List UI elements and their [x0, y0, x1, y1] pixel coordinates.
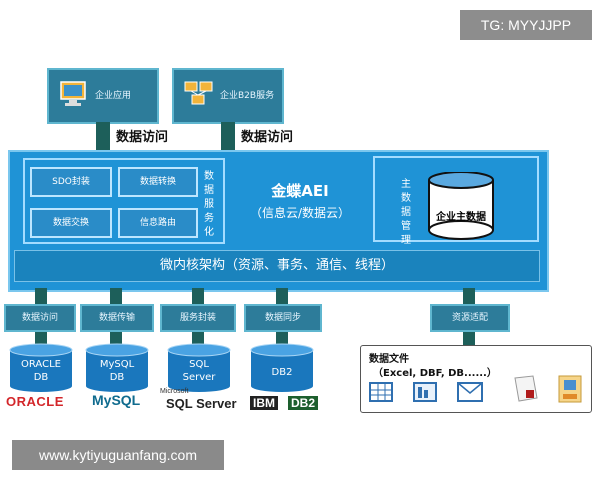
- db2-db-icon: [250, 343, 314, 392]
- b2b-service-box: 企业B2B服务: [172, 68, 284, 124]
- sqlserver-db-icon: [167, 343, 231, 392]
- connector: [192, 332, 204, 344]
- sqlserver-db-label: SQL Server: [166, 358, 232, 384]
- connector: [110, 288, 122, 304]
- microkernel-bar: 微内核架构（资源、事务、通信、线程）: [14, 250, 540, 282]
- mdm-vertical-label: 主数据管理: [401, 179, 411, 246]
- info-routing-pill: 信息路由: [118, 208, 198, 238]
- microsoft-label: Microsoft: [160, 388, 189, 395]
- db2-db-label: DB2: [249, 366, 315, 379]
- db2-logo: DB2: [288, 396, 319, 410]
- oracle-logo: ORACLE: [6, 394, 64, 409]
- data-service-group: [23, 158, 225, 244]
- data-exchange-pill: 数据交换: [30, 208, 112, 238]
- adapter-service-wrap: 服务封装: [160, 304, 236, 332]
- data-transform-pill: 数据转换: [118, 167, 198, 197]
- adapter-data-transfer: 数据传输: [80, 304, 154, 332]
- mysql-db-icon: [85, 343, 149, 392]
- database-table-icon: [413, 382, 437, 402]
- mysql-db-label: MySQL DB: [84, 358, 150, 384]
- connector: [463, 332, 475, 346]
- connector: [463, 288, 475, 304]
- connector: [35, 332, 47, 344]
- connector: [221, 122, 235, 150]
- data-access-label: 数据访问: [116, 130, 169, 145]
- data-service-vertical-label: 数据服务化: [204, 171, 214, 238]
- computer-icon: [60, 81, 86, 106]
- ibm-logo: IBM: [250, 396, 278, 410]
- connector: [192, 288, 204, 304]
- b2b-service-label: 企业B2B服务: [220, 91, 275, 101]
- sdo-pill: SDO封装: [30, 167, 112, 197]
- oracle-db-label: ORACLE DB: [8, 358, 74, 384]
- adapter-data-access: 数据访问: [4, 304, 76, 332]
- db-name: SQL: [189, 359, 209, 370]
- package-icon: [558, 375, 582, 403]
- data-access-label: 数据访问: [241, 130, 294, 145]
- enterprise-app-label: 企业应用: [95, 91, 132, 101]
- master-data-label: 企业主数据: [436, 212, 486, 223]
- aei-subtitle: （信息云/数据云）: [249, 206, 351, 220]
- aei-title: 金蝶AEI: [271, 182, 329, 200]
- connector: [276, 288, 288, 304]
- adapter-data-sync: 数据同步: [244, 304, 322, 332]
- mail-icon: [457, 382, 483, 402]
- spreadsheet-icon: [369, 382, 393, 402]
- db-name: ORACLE: [21, 359, 61, 370]
- connector: [35, 288, 47, 304]
- document-icon: [514, 375, 538, 402]
- mysql-logo: MySQL: [92, 392, 141, 408]
- db-type: Server: [182, 372, 216, 383]
- master-data-db-icon: [428, 172, 494, 240]
- tg-watermark: TG: MYYJJPP: [460, 10, 592, 40]
- url-watermark: www.kytiyuguanfang.com: [12, 440, 224, 470]
- enterprise-app-box: 企业应用: [47, 68, 159, 124]
- sqlserver-logo: SQL Server: [166, 396, 237, 411]
- db-type: DB: [33, 372, 49, 383]
- oracle-db-icon: [9, 343, 73, 392]
- db-name: DB2: [271, 367, 293, 378]
- connector: [96, 122, 110, 150]
- connector: [276, 332, 288, 344]
- adapter-resource: 资源适配: [430, 304, 510, 332]
- data-files-title: 数据文件: [369, 354, 409, 365]
- mdm-group: [373, 156, 539, 242]
- data-files-panel: 数据文件 （Excel, DBF, DB......）: [360, 345, 592, 413]
- connector: [110, 332, 122, 344]
- network-computers-icon: [184, 81, 213, 105]
- db-type: DB: [109, 372, 125, 383]
- data-files-formats: （Excel, DBF, DB......）: [373, 368, 497, 379]
- db-name: MySQL: [99, 359, 135, 370]
